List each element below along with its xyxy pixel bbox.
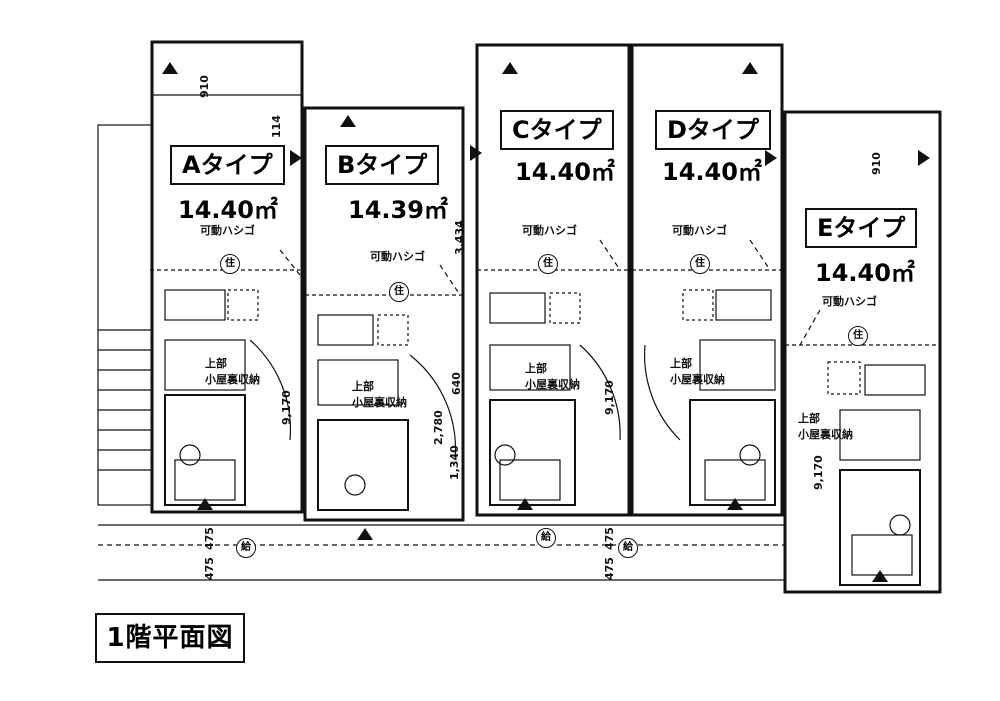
dimension-475-a: 475 bbox=[203, 557, 216, 580]
unit-c-ladder-note: 可動ハシゴ bbox=[522, 224, 577, 237]
dimension-910-e: 910 bbox=[870, 152, 883, 175]
dimension-2780: 2,780 bbox=[432, 410, 445, 445]
corridor bbox=[98, 524, 785, 581]
unit-a-circle-mark: 住 bbox=[220, 254, 240, 274]
ladder-guides bbox=[279, 239, 821, 346]
unit-a-ladder-note: 可動ハシゴ bbox=[200, 224, 255, 237]
meter-mark-c: 給 bbox=[536, 528, 556, 548]
unit-b-type-label: Bタイプ bbox=[325, 145, 440, 185]
unit-b-ladder-note: 可動ハシゴ bbox=[370, 250, 425, 263]
floor-plan-title: 1階平面図 bbox=[95, 613, 245, 663]
meter-mark-a: 給 bbox=[236, 538, 256, 558]
unit-a-loft-note: 上部 小屋裏収納 bbox=[205, 357, 260, 386]
unit-d-ladder-note: 可動ハシゴ bbox=[672, 224, 727, 237]
unit-e-area: 14.40㎡ bbox=[815, 259, 915, 287]
unit-d-circle-mark: 住 bbox=[690, 254, 710, 274]
unit-e-ladder-note: 可動ハシゴ bbox=[822, 295, 877, 308]
dimension-475-c: 475 bbox=[603, 557, 616, 580]
unit-b-circle-mark: 住 bbox=[389, 282, 409, 302]
unit-b-area: 14.39㎡ bbox=[348, 196, 448, 224]
dimension-9170-e: 9,170 bbox=[812, 455, 825, 490]
meter-mark-d: 給 bbox=[618, 538, 638, 558]
unit-b-walls bbox=[303, 106, 465, 522]
unit-d-loft-note: 上部 小屋裏収納 bbox=[670, 357, 725, 386]
unit-a-type-label: Aタイプ bbox=[170, 145, 285, 185]
unit-a-walls bbox=[150, 40, 304, 514]
unit-d-area: 14.40㎡ bbox=[662, 158, 762, 186]
unit-d-type-label: Dタイプ bbox=[655, 110, 771, 150]
unit-c-area: 14.40㎡ bbox=[515, 158, 615, 186]
unit-c-type-label: Cタイプ bbox=[500, 110, 614, 150]
unit-c-loft-note: 上部 小屋裏収納 bbox=[525, 362, 580, 391]
unit-e-walls bbox=[783, 110, 942, 594]
arrow-markers bbox=[162, 62, 930, 582]
dimension-910-a: 910 bbox=[198, 75, 211, 98]
unit-c-circle-mark: 住 bbox=[538, 254, 558, 274]
dimension-475-d: 475 bbox=[603, 527, 616, 550]
dimension-475-b: 475 bbox=[203, 527, 216, 550]
dimension-1340: 1,340 bbox=[448, 445, 461, 480]
unit-e-circle-mark: 住 bbox=[848, 326, 868, 346]
dimension-9170-a: 9,170 bbox=[280, 390, 293, 425]
dimension-9170-c: 9,170 bbox=[603, 380, 616, 415]
unit-a-area: 14.40㎡ bbox=[178, 196, 278, 224]
dimension-640: 640 bbox=[450, 372, 463, 395]
unit-b-loft-note: 上部 小屋裏収納 bbox=[352, 380, 407, 409]
dimension-114: 114 bbox=[270, 115, 283, 138]
unit-e-loft-note: 上部 小屋裏収納 bbox=[798, 412, 853, 441]
unit-c-walls bbox=[475, 43, 631, 517]
dimension-3434: 3,434 bbox=[453, 220, 466, 255]
unit-e-type-label: Eタイプ bbox=[805, 208, 918, 248]
exterior-stair bbox=[97, 124, 153, 506]
